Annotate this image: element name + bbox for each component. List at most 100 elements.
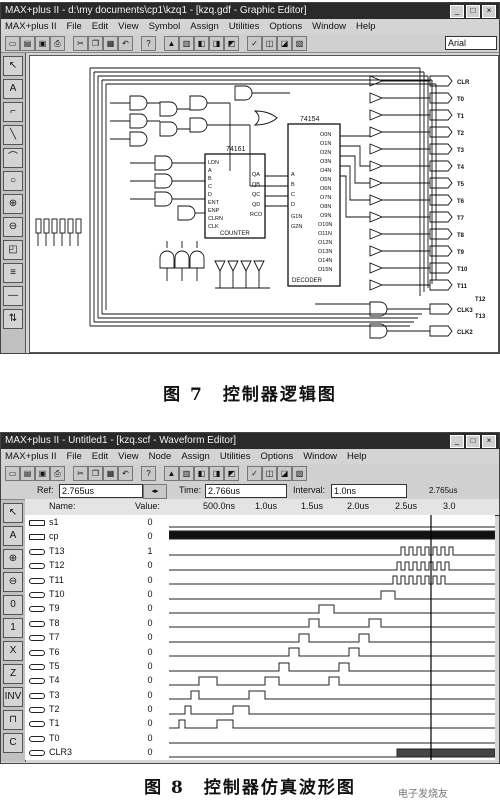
wf-hierarchy-icon[interactable]: ▲ — [164, 466, 179, 481]
wf-menu-help[interactable]: Help — [347, 451, 367, 462]
signal-row-cp[interactable]: cp — [25, 529, 131, 543]
wf-overwrite-z-icon[interactable]: Z — [3, 664, 23, 684]
timing-icon[interactable]: ◩ — [224, 36, 239, 51]
wf-minimize-button[interactable]: _ — [450, 435, 464, 448]
wf-menu-window[interactable]: Window — [303, 451, 337, 462]
signal-row-t11[interactable]: T11 — [25, 573, 131, 587]
signal-row-t1[interactable]: T1 — [25, 716, 131, 730]
zoom-in-icon[interactable]: ⊕ — [3, 194, 23, 214]
menu-help[interactable]: Help — [355, 21, 376, 32]
wf-help-icon[interactable]: ? — [141, 466, 156, 481]
help-icon[interactable]: ? — [141, 36, 156, 51]
wf-save-icon[interactable]: ▣ — [35, 466, 50, 481]
arc-tool-icon[interactable]: ⌒ — [3, 148, 23, 168]
compile-icon[interactable]: ◧ — [194, 36, 209, 51]
menu-view[interactable]: View — [118, 21, 139, 32]
wf-menu-options[interactable]: Options — [260, 451, 294, 462]
wf-zoom-icon[interactable]: ⊕ — [3, 549, 23, 569]
signal-row-clr3[interactable]: CLR3 — [25, 745, 131, 759]
signal-row-t5[interactable]: T5 — [25, 659, 131, 673]
wf-invert-icon[interactable]: INV — [3, 687, 23, 707]
wf-text-tool-icon[interactable]: A — [3, 526, 23, 546]
wf-program-icon[interactable]: ▧ — [292, 466, 307, 481]
floorplan-icon[interactable]: ▥ — [179, 36, 194, 51]
menu-assign[interactable]: Assign — [190, 21, 219, 32]
rubberband-on-icon[interactable]: ≡ — [3, 263, 23, 283]
save-compile-icon[interactable]: ◫ — [262, 36, 277, 51]
wf-overwrite-x-icon[interactable]: X — [3, 641, 23, 661]
hierarchy-icon[interactable]: ▲ — [164, 36, 179, 51]
wf-menu-file[interactable]: File — [66, 451, 82, 462]
wf-copy-icon[interactable]: ❐ — [88, 466, 103, 481]
ref-time-field[interactable]: 2.765us — [59, 484, 143, 498]
wf-open-file-icon[interactable]: ▤ — [20, 466, 35, 481]
close-button[interactable]: × — [482, 5, 496, 18]
wf-print-icon[interactable]: ⎙ — [50, 466, 65, 481]
paste-icon[interactable]: ▦ — [103, 36, 118, 51]
print-icon[interactable]: ⎙ — [50, 36, 65, 51]
menu-utilities[interactable]: Utilities — [228, 21, 260, 32]
signal-row-t6[interactable]: T6 — [25, 645, 131, 659]
signal-row-t2[interactable]: T2 — [25, 702, 131, 716]
wf-close-button[interactable]: × — [482, 435, 496, 448]
menu-window[interactable]: Window — [312, 21, 346, 32]
schematic-canvas[interactable]: 74161 COUNTER 74154 DECODER LDN A B C D … — [29, 55, 499, 353]
signal-row-t4[interactable]: T4 — [25, 673, 131, 687]
wf-save-simulate-icon[interactable]: ◪ — [277, 466, 292, 481]
wf-menu-view[interactable]: View — [118, 451, 139, 462]
maximize-button[interactable]: □ — [466, 5, 480, 18]
wf-simulate-icon[interactable]: ◨ — [209, 466, 224, 481]
orthogonal-line-icon[interactable]: ⌐ — [3, 102, 23, 122]
wf-menu-edit[interactable]: Edit — [91, 451, 109, 462]
circle-tool-icon[interactable]: ○ — [3, 171, 23, 191]
wf-save-compile-icon[interactable]: ◫ — [262, 466, 277, 481]
ref-step-arrows-icon[interactable]: ◂▸ — [143, 484, 167, 499]
minimize-button[interactable]: _ — [450, 5, 464, 18]
text-tool-icon[interactable]: A — [3, 79, 23, 99]
menu-symbol[interactable]: Symbol — [148, 21, 181, 32]
diagonal-line-icon[interactable]: ╲ — [3, 125, 23, 145]
save-simulate-icon[interactable]: ◪ — [277, 36, 292, 51]
save-icon[interactable]: ▣ — [35, 36, 50, 51]
signal-row-t10[interactable]: T10 — [25, 587, 131, 601]
wf-overwrite-low-icon[interactable]: 0 — [3, 595, 23, 615]
menu-edit[interactable]: Edit — [91, 21, 109, 32]
flip-icon[interactable]: ⇅ — [3, 309, 23, 329]
wf-overwrite-high-icon[interactable]: 1 — [3, 618, 23, 638]
font-name-field[interactable]: Arial — [445, 36, 497, 50]
wf-menu-node[interactable]: Node — [148, 451, 172, 462]
wf-undo-icon[interactable]: ↶ — [118, 466, 133, 481]
signal-row-t13[interactable]: T13 — [25, 544, 131, 558]
signal-row-t7[interactable]: T7 — [25, 630, 131, 644]
new-file-icon[interactable]: ▭ — [5, 36, 20, 51]
wf-floorplan-icon[interactable]: ▥ — [179, 466, 194, 481]
wf-cut-icon[interactable]: ✂ — [73, 466, 88, 481]
zoom-out-icon[interactable]: ⊖ — [3, 217, 23, 237]
signal-row-t12[interactable]: T12 — [25, 558, 131, 572]
signal-row-t8[interactable]: T8 — [25, 616, 131, 630]
rubberband-off-icon[interactable]: — — [3, 286, 23, 306]
simulate-icon[interactable]: ◨ — [209, 36, 224, 51]
wf-menu-assign[interactable]: Assign — [181, 451, 210, 462]
time-field[interactable]: 2.766us — [205, 484, 287, 498]
wf-compile-icon[interactable]: ◧ — [194, 466, 209, 481]
wf-timing-icon[interactable]: ◩ — [224, 466, 239, 481]
menu-file[interactable]: File — [66, 21, 82, 32]
wf-maximize-button[interactable]: □ — [466, 435, 480, 448]
interval-field[interactable]: 1.0ns — [331, 484, 407, 498]
wf-save-check-icon[interactable]: ✓ — [247, 466, 262, 481]
wf-new-file-icon[interactable]: ▭ — [5, 466, 20, 481]
wf-select-arrow-icon[interactable]: ↖ — [3, 503, 23, 523]
open-file-icon[interactable]: ▤ — [20, 36, 35, 51]
signal-row-t0[interactable]: T0 — [25, 731, 131, 745]
fit-window-icon[interactable]: ◰ — [3, 240, 23, 260]
menu-maxplus[interactable]: MAX+plus II — [5, 21, 57, 32]
signal-row-t9[interactable]: T9 — [25, 601, 131, 615]
signal-row-t3[interactable]: T3 — [25, 688, 131, 702]
wf-paste-icon[interactable]: ▦ — [103, 466, 118, 481]
save-check-icon[interactable]: ✓ — [247, 36, 262, 51]
cut-icon[interactable]: ✂ — [73, 36, 88, 51]
wf-menu-utilities[interactable]: Utilities — [219, 451, 251, 462]
wf-zoom-out-icon[interactable]: ⊖ — [3, 572, 23, 592]
undo-icon[interactable]: ↶ — [118, 36, 133, 51]
